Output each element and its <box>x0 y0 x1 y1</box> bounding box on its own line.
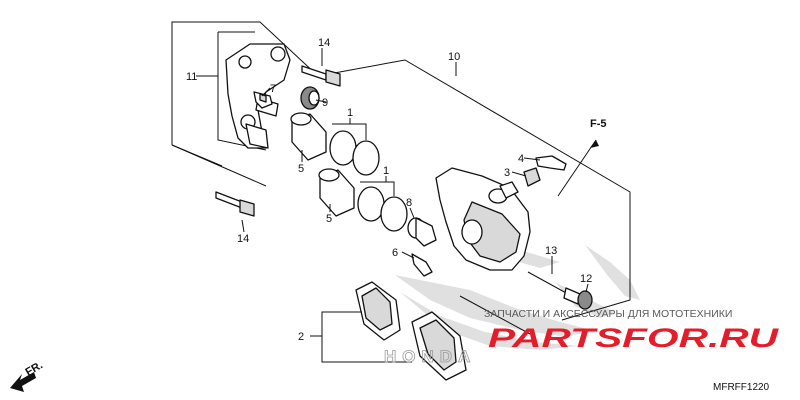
bleeder-cap <box>535 155 567 171</box>
bleeder-screw <box>523 167 541 187</box>
callout-2: 2 <box>298 331 304 343</box>
callout-1-lower: 1 <box>383 165 389 177</box>
bolt-lower <box>215 191 255 217</box>
pad-pin <box>527 271 581 305</box>
piston-seals-lower <box>357 186 408 232</box>
diagram-code: MFRFF1220 <box>713 382 770 393</box>
callout-11: 11 <box>186 71 197 83</box>
pin-boot <box>300 86 320 110</box>
front-direction-arrow: FR. <box>10 359 45 392</box>
front-direction-label: FR. <box>24 359 45 378</box>
callout-8: 8 <box>406 197 412 209</box>
callout-4: 4 <box>518 153 524 165</box>
callout-1-upper: 1 <box>347 107 353 119</box>
brake-pad-inner <box>411 311 467 381</box>
piston-seals-upper <box>329 130 380 176</box>
caliper-body <box>435 167 531 271</box>
callout-9: 9 <box>322 97 328 109</box>
callout-12: 12 <box>580 273 592 285</box>
callout-14-upper: 14 <box>318 37 330 49</box>
watermark-brand: HONDA <box>384 347 476 366</box>
brake-pad-outer <box>355 281 401 341</box>
callout-10: 10 <box>448 51 460 63</box>
watermark-title: ЗАПЧАСТИ И АКСЕССУАРЫ ДЛЯ МОТОТЕХНИКИ <box>484 308 732 320</box>
callout-13: 13 <box>545 245 557 257</box>
callout-14-lower: 14 <box>237 233 249 245</box>
piston-upper <box>290 112 327 161</box>
callout-5-lower: 5 <box>326 213 332 225</box>
callout-6: 6 <box>392 247 398 259</box>
caliper-assembly-outline <box>171 59 631 335</box>
piston-lower <box>318 168 355 217</box>
slide-pin <box>407 217 437 247</box>
callout-numbers: 14 11 7 9 10 1 5 1 5 8 4 3 6 13 12 14 2 <box>186 37 592 343</box>
watermark-logo: PARTSFOR.RU <box>488 323 780 353</box>
section-reference: F-5 <box>590 118 607 130</box>
pad-pin-clip <box>411 253 433 277</box>
pad-spring-clip <box>253 91 273 109</box>
leader-lines <box>196 48 599 363</box>
bolt-upper <box>301 65 341 87</box>
callout-5-upper: 5 <box>298 163 304 175</box>
pin-plug <box>577 290 593 310</box>
callout-7: 7 <box>270 83 276 95</box>
callout-3: 3 <box>504 167 510 179</box>
